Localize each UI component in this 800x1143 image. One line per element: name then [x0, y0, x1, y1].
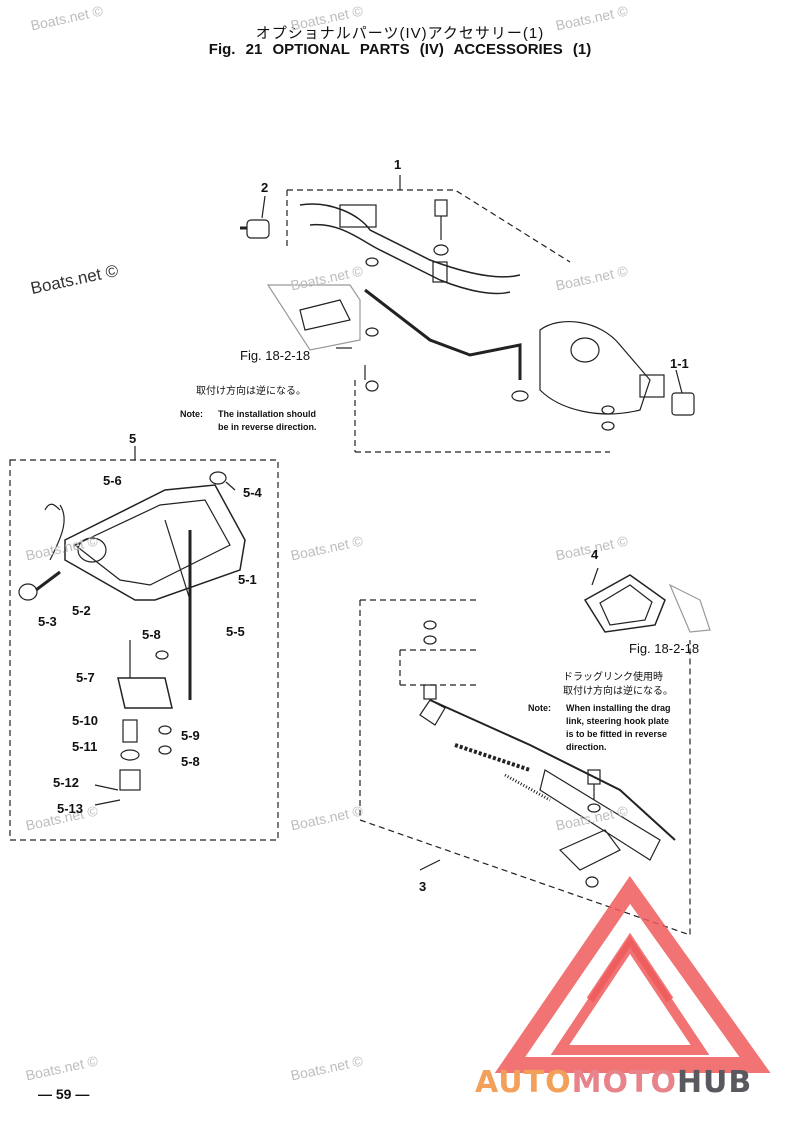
figure-reference-right: Fig. 18-2-18 [629, 641, 700, 656]
brand-word-moto: MOTO [571, 1065, 677, 1100]
note-right-line4: direction. [566, 742, 607, 752]
note-right-japanese-2: 取付け方向は逆になる。 [563, 686, 673, 697]
brand-wordmark: AUTOMOTOHUB [475, 1065, 752, 1100]
callout-5-3: 5-3 [38, 614, 57, 629]
callout-5-4: 5-4 [243, 485, 262, 500]
callout-5-8-bottom: 5-8 [181, 754, 200, 769]
title-japanese: オプショナルパーツ(IV)アクセサリー(1) [255, 25, 545, 42]
note-top-prefix: Note: [180, 409, 203, 419]
note-top-line2: be in reverse direction. [218, 422, 317, 432]
callout-5: 5 [129, 431, 137, 446]
callout-5-1: 5-1 [238, 572, 257, 587]
note-right-line2: link, steering hook plate [566, 716, 670, 726]
callout-4: 4 [591, 547, 599, 562]
group-5-boundary [9, 459, 279, 841]
brand-word-auto: AUTO [475, 1065, 572, 1100]
note-top-line1: The installation should [218, 409, 317, 419]
callout-5-13: 5-13 [57, 801, 84, 816]
callout-2: 2 [261, 180, 269, 195]
callout-1: 1 [394, 157, 402, 172]
callout-5-7: 5-7 [76, 670, 95, 685]
note-right-line1: When installing the drag [566, 703, 671, 713]
callout-5-8-top: 5-8 [142, 627, 161, 642]
note-right-prefix: Note: [528, 703, 551, 713]
callout-5-5: 5-5 [226, 624, 245, 639]
note-right-line3: is to be fitted in reverse [566, 729, 668, 739]
group-3-boundary [359, 600, 691, 936]
page-number: — 59 — [38, 1086, 90, 1102]
callout-5-11: 5-11 [72, 739, 98, 754]
callout-5-9: 5-9 [181, 728, 200, 743]
callout-3: 3 [419, 879, 427, 894]
note-right-japanese-1: ドラッグリンク使用時 [563, 672, 663, 683]
group-1-boundary [287, 189, 571, 263]
title-english: Fig. 21 OPTIONAL PARTS (IV) ACCESSORIES … [208, 41, 592, 58]
brand-word-hub: HUB [676, 1065, 753, 1100]
note-top-japanese: 取付け方向は逆になる。 [196, 386, 306, 397]
callout-5-10: 5-10 [72, 713, 99, 728]
figure-reference-top: Fig. 18-2-18 [240, 348, 311, 363]
callout-1-1: 1-1 [670, 356, 689, 371]
callout-5-2: 5-2 [72, 603, 91, 618]
callout-5-12: 5-12 [53, 775, 80, 790]
callout-5-6: 5-6 [103, 473, 122, 488]
